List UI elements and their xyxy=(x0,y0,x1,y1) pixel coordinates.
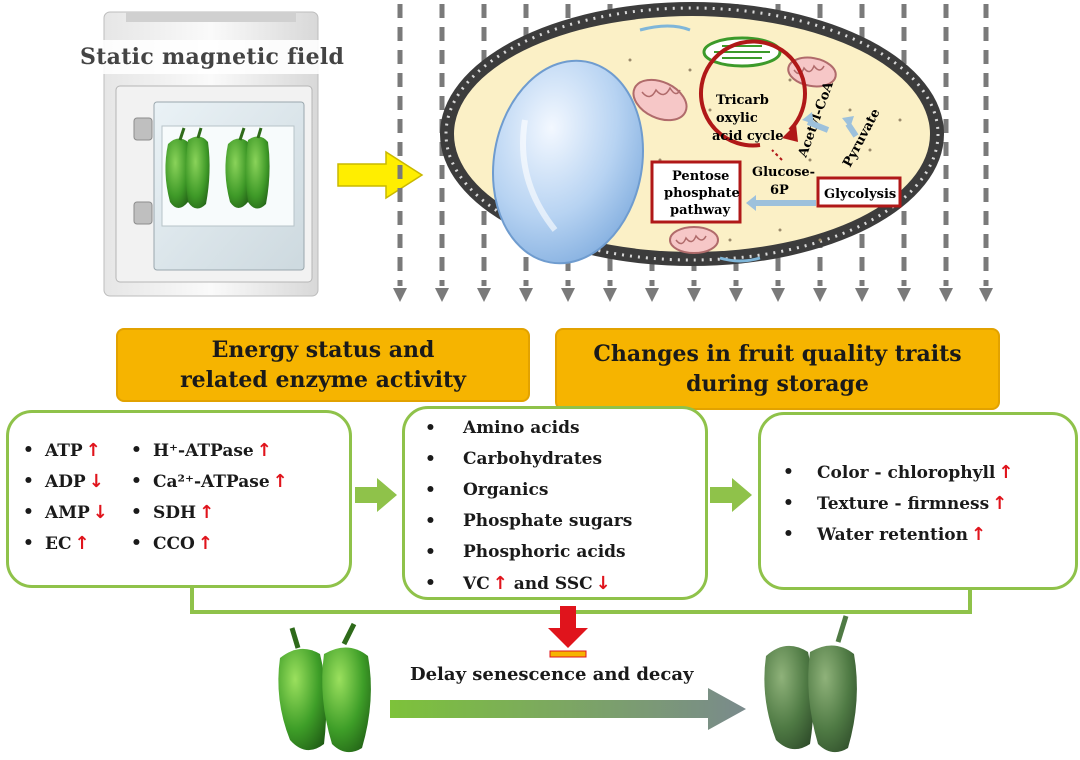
enzyme-item-ca-atpase: Ca²⁺-ATPase↑ xyxy=(117,466,288,497)
up-arrow-icon: ↑ xyxy=(86,440,101,461)
up-arrow-icon: ↑ xyxy=(257,440,272,461)
energy-item-ec: EC↑ xyxy=(9,528,108,559)
up-arrow-icon: ↑ xyxy=(971,524,986,545)
enzyme-item-cco: CCO↑ xyxy=(117,528,288,559)
metabolite-item: Amino acids xyxy=(411,413,632,444)
energy-item-adp: ADP↓ xyxy=(9,466,108,497)
energy-status-header: Energy status and related enzyme activit… xyxy=(116,328,530,402)
stored-pepper-image xyxy=(752,612,882,758)
delay-senescence-label: Delay senescence and decay xyxy=(410,664,693,685)
glucose-6p-line1: Glucose- xyxy=(752,165,815,180)
static-magnetic-field-label: Static magnetic field xyxy=(80,44,350,70)
metabolite-item: Phosphoric acids xyxy=(411,537,632,568)
down-arrow-icon: ↓ xyxy=(89,471,104,492)
up-arrow-icon: ↑ xyxy=(493,573,508,594)
quality-traits-header: Changes in fruit quality traits during s… xyxy=(555,328,1000,410)
inhibition-arrow-icon xyxy=(546,606,590,658)
metabolites-box: Amino acids Carbohydrates Organics Phosp… xyxy=(402,406,708,600)
up-arrow-icon: ↑ xyxy=(75,533,90,554)
up-arrow-icon: ↑ xyxy=(198,533,213,554)
energy-list-right: H⁺-ATPase↑ Ca²⁺-ATPase↑ SDH↑ CCO↑ xyxy=(117,435,288,559)
mitochondrion-bottom xyxy=(670,227,718,253)
enzyme-item-h-atpase: H⁺-ATPase↑ xyxy=(117,435,288,466)
green-arrow-1 xyxy=(355,478,397,512)
quality-item-water: Water retention↑ xyxy=(769,519,1013,550)
up-arrow-icon: ↑ xyxy=(998,462,1013,483)
energy-box: ATP↑ ADP↓ AMP↓ EC↑ H⁺-ATPase↑ Ca²⁺-ATPas… xyxy=(6,410,352,588)
quality-list: Color - chlorophyll↑ Texture - firmness↑… xyxy=(769,457,1013,550)
down-arrow-icon: ↓ xyxy=(93,502,108,523)
green-arrow-2 xyxy=(710,478,752,512)
ppp-line3: pathway xyxy=(670,203,731,218)
quality-header-line1: Changes in fruit quality traits xyxy=(593,339,961,369)
quality-item-texture: Texture - firmness↑ xyxy=(769,488,1013,519)
plant-cell: Tricarb oxylic acid cycle Acetyl-CoA Pyr… xyxy=(430,0,960,270)
energy-header-line2: related enzyme activity xyxy=(180,365,466,395)
up-arrow-icon: ↑ xyxy=(273,471,288,492)
tca-text-2: oxylic xyxy=(716,111,758,126)
energy-list-left: ATP↑ ADP↓ AMP↓ EC↑ xyxy=(9,435,108,559)
quality-item-color: Color - chlorophyll↑ xyxy=(769,457,1013,488)
ppp-line2: phosphate xyxy=(664,186,740,201)
delay-arrow xyxy=(390,688,750,730)
up-arrow-icon: ↑ xyxy=(199,502,214,523)
ppp-line1: Pentose xyxy=(672,169,729,184)
quality-header-line2: during storage xyxy=(593,369,961,399)
enzyme-item-sdh: SDH↑ xyxy=(117,497,288,528)
up-arrow-icon: ↑ xyxy=(992,493,1007,514)
down-arrow-icon: ↓ xyxy=(596,573,611,594)
metabolite-item: Organics xyxy=(411,475,632,506)
metabolite-item: Phosphate sugars xyxy=(411,506,632,537)
metabolite-item: Carbohydrates xyxy=(411,444,632,475)
glycolysis-label: Glycolysis xyxy=(824,187,896,202)
energy-item-amp: AMP↓ xyxy=(9,497,108,528)
metabolites-list: Amino acids Carbohydrates Organics Phosp… xyxy=(411,413,632,599)
energy-header-line1: Energy status and xyxy=(180,335,466,365)
metabolite-item-vc-ssc: VC↑ and SSC↓ xyxy=(411,568,632,599)
tca-text-1: Tricarb xyxy=(716,93,769,108)
glucose-6p-line2: 6P xyxy=(770,183,789,198)
tca-text-3: acid cycle xyxy=(712,129,784,144)
quality-box: Color - chlorophyll↑ Texture - firmness↑… xyxy=(758,412,1078,590)
energy-item-atp: ATP↑ xyxy=(9,435,108,466)
fresh-pepper-image xyxy=(268,618,398,760)
